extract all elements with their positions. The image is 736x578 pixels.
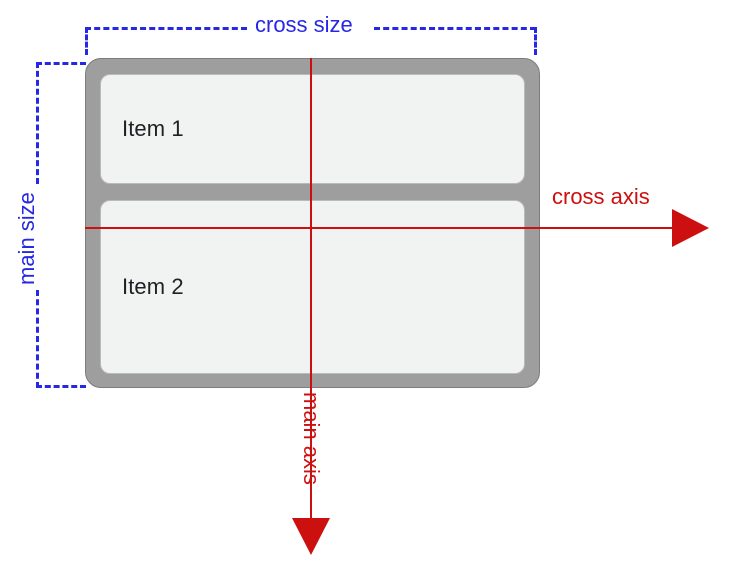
cross-size-bracket-tick-right [534, 27, 537, 55]
cross-size-bracket-rule-left [85, 27, 247, 30]
cross-size-bracket-tick-left [85, 27, 88, 55]
flex-item-2-label: Item 2 [122, 274, 184, 299]
cross-axis-label: cross axis [552, 184, 650, 209]
main-size-bracket-tick-bottom [36, 385, 86, 388]
main-axis-arrowhead-icon [292, 518, 330, 555]
cross-axis-arrowhead-icon [672, 209, 709, 247]
main-size-bracket-rule-bottom [36, 290, 39, 388]
cross-size-label: cross size [255, 12, 353, 37]
flex-item-1-label: Item 1 [122, 116, 184, 141]
flex-container: Item 1 Item 2 [85, 58, 540, 388]
main-size-label: main size [14, 192, 39, 285]
main-size-bracket-tick-top [36, 62, 86, 65]
main-axis-label: main axis [299, 392, 324, 485]
main-axis-line [310, 58, 312, 522]
cross-size-bracket-rule-right [374, 27, 536, 30]
main-size-bracket-rule-top [36, 62, 39, 184]
flex-item-2: Item 2 [100, 200, 525, 374]
cross-axis-line [85, 227, 675, 229]
flex-item-1: Item 1 [100, 74, 525, 184]
